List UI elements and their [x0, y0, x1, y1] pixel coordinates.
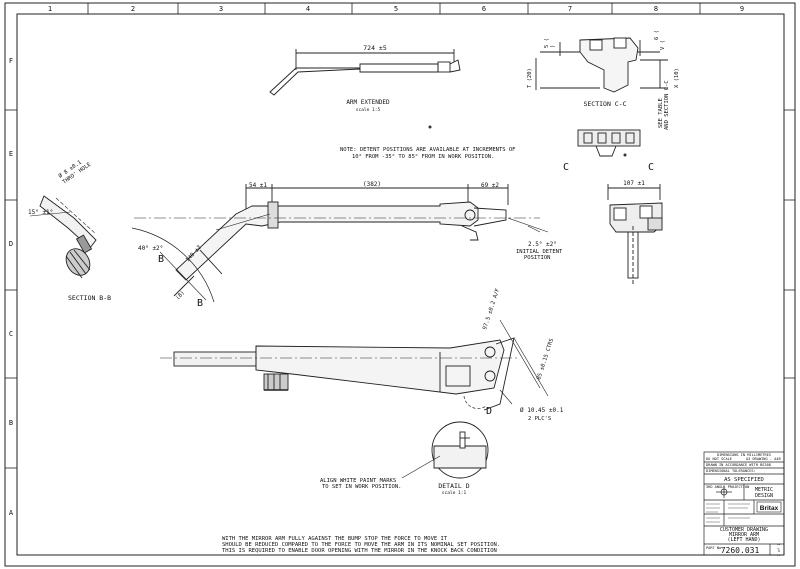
section-cc-dim: ): [550, 45, 556, 48]
angle-40: 40° ±2°: [138, 245, 163, 252]
section-marker-c-left: C: [563, 162, 569, 173]
section-cc-dim: 6 (: [654, 30, 660, 40]
col-label: 8: [654, 5, 658, 13]
tb-sheet-size: A3 DRAWING - A4B: [746, 457, 781, 461]
section-cc-dim: X (10): [674, 68, 680, 88]
detail-d-view: [401, 421, 489, 479]
detent-label-1: INITIAL DETENT: [516, 249, 563, 255]
detent-note-line1: NOTE: DETENT POSITIONS ARE AVAILABLE AT …: [340, 147, 516, 153]
row-label: F: [9, 57, 13, 65]
hole-dim: Ø 10.45 ±0.1: [520, 407, 564, 414]
britax-logo-text: Britax: [760, 505, 779, 512]
end-view: [607, 184, 663, 284]
dim-54: 54 ±1: [249, 182, 267, 189]
col-label: 1: [48, 5, 52, 13]
col-label: 4: [306, 5, 310, 13]
end-view-width-dim: 107 ±1: [623, 180, 645, 187]
tb-as-specified: AS SPECIFIED: [724, 477, 764, 483]
arm-extended-dim: 724 ±5: [363, 44, 387, 52]
section-marker-c-right: C: [648, 162, 654, 173]
bb-angle: 15° ±1°: [28, 209, 53, 216]
tb-title-2: MIRROR ARM: [729, 532, 759, 538]
col-label: 3: [219, 5, 223, 13]
dim-382: (382): [363, 181, 381, 188]
tb-projection: 3RD ANGLE PROJECTION: [706, 485, 749, 489]
detent-angle: 2.5° ±2°: [528, 241, 557, 248]
see-table-note: SEE TABLE: [658, 98, 664, 128]
outer-frame: [4, 2, 796, 567]
row-label: C: [9, 330, 13, 338]
tb-units: DIMENSIONS IN MILLIMETRES: [717, 453, 771, 457]
column-zone-markers: [87, 3, 701, 14]
col-label: 9: [740, 5, 744, 13]
side-dim-b: 85 ±0.15 CTRS: [536, 338, 555, 381]
tb-metric: METRIC: [755, 487, 773, 493]
datum-dot: [428, 125, 432, 129]
row-label: B: [9, 419, 13, 427]
tb-signatures: [706, 503, 750, 523]
britax-logo: [756, 501, 782, 513]
row-label: D: [9, 240, 13, 248]
tb-title-1: CUSTOMER DRAWING: [720, 527, 768, 533]
tb-design: DESIGN: [755, 493, 773, 499]
datum-dot: [623, 153, 627, 157]
side-dim-a: 97.5 ±0.2 A/F: [482, 288, 501, 331]
section-cc-label: SECTION C-C: [583, 100, 626, 108]
title-block: [703, 451, 785, 556]
dim-69: 69 ±2: [481, 182, 499, 189]
side-view: [160, 319, 549, 411]
section-cc-dim: V (: [660, 40, 666, 50]
section-cc-view: [535, 37, 668, 93]
arm-extended-scale: scale 1:5: [356, 107, 381, 113]
align-note-2: TO SET IN WORK POSITION.: [322, 484, 401, 490]
tb-part-number: 7260.031: [721, 546, 760, 555]
bottom-note-2: SHOULD BE REDUCED COMPARED TO THE FORCE …: [222, 542, 500, 548]
align-note-1: ALIGN WHITE PAINT MARKS: [320, 478, 396, 484]
tb-title-3: (LEFT HAND): [727, 537, 760, 543]
bottom-note-1: WITH THE MIRROR ARM FULLY AGAINST THE BU…: [222, 536, 448, 542]
row-label: E: [9, 150, 13, 158]
arm-extended-label: ARM EXTENDED: [346, 99, 390, 106]
col-label: 5: [394, 5, 398, 13]
tb-tolerances: DIMENSIONAL TOLERANCES:: [706, 469, 756, 473]
detail-d-scale: scale 1:1: [442, 490, 467, 496]
section-cc-top-view: [577, 129, 641, 157]
section-marker-b-bottom: B: [197, 298, 203, 309]
col-label: 2: [131, 5, 135, 13]
row-zone-markers: [5, 109, 795, 469]
tb-part-label: PART No.: [706, 546, 723, 550]
see-section-note: AND SECTION C-C: [664, 80, 670, 130]
section-marker-b-top: B: [158, 254, 164, 265]
tb-standard: DRAWN IN ACCORDANCE WITH BS308: [706, 463, 771, 467]
arm-extended-view: [269, 49, 461, 96]
main-plan-view: [131, 184, 549, 303]
row-label: A: [9, 509, 14, 517]
col-label: 7: [568, 5, 572, 13]
section-cc-dim: T (20): [527, 68, 533, 88]
bottom-note-3: THIS IS REQUIRED TO ENABLE DOOR OPENING …: [222, 548, 497, 554]
col-label: 6: [482, 5, 486, 13]
tb-sheet: 1 of 1: [777, 544, 781, 557]
section-bb-label: SECTION B-B: [68, 294, 111, 302]
section-bb-view: [29, 195, 97, 279]
tb-scale-note: DO NOT SCALE: [706, 457, 732, 461]
detent-note-line2: 10° FROM -35° TO 85° FROM IN WORK POSITI…: [352, 154, 494, 160]
detent-label-2: POSITION: [524, 255, 551, 261]
dim-8: (8): [175, 290, 186, 301]
section-cc-dim: 5 (: [544, 38, 550, 48]
detail-marker-d: D: [486, 406, 492, 417]
inner-frame: [16, 13, 785, 556]
hole-count: 2 PLC'S: [528, 416, 551, 422]
detail-d-label: DETAIL D: [438, 482, 469, 490]
